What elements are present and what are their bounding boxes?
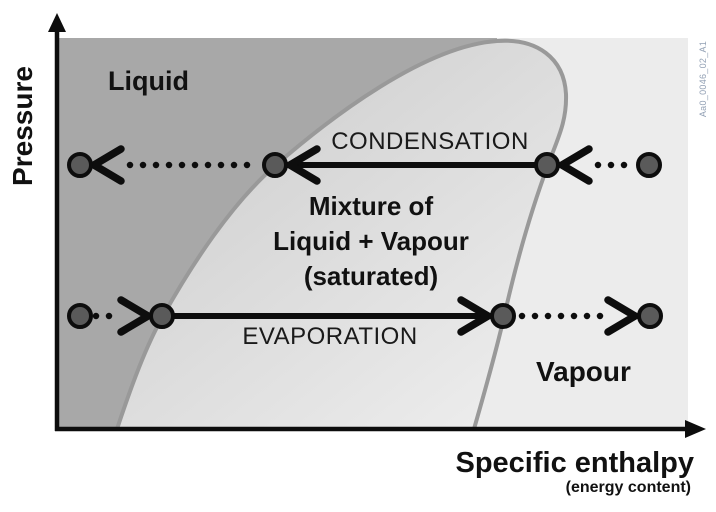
state-point — [149, 303, 175, 329]
x-axis — [55, 420, 706, 438]
state-point — [636, 152, 662, 178]
condensation-arrowhead-icon — [282, 145, 321, 185]
y-axis — [48, 13, 66, 431]
evaporation-arrows — [92, 296, 643, 336]
state-point — [67, 152, 93, 178]
state-points — [67, 152, 663, 329]
state-point — [262, 152, 288, 178]
y-axis-label: Pressure — [7, 66, 38, 186]
mixture-label-line3: (saturated) — [303, 261, 439, 291]
mixture-label-line2: Liquid + Vapour — [273, 226, 469, 256]
evaporation-arrowhead-icon — [117, 296, 156, 336]
evaporation-arrowhead-icon — [604, 296, 643, 336]
state-point — [637, 303, 663, 329]
condensation-arrows — [86, 145, 636, 185]
x-axis-label: Specific enthalpy — [455, 447, 694, 479]
figure-id: Aa0_0046_02_A1 — [698, 40, 708, 118]
state-point — [490, 303, 516, 329]
liquid-region — [57, 38, 497, 429]
condensation-arrowhead-icon — [554, 145, 593, 185]
liquid-region-label: Liquid — [108, 66, 189, 96]
saturation-dome-curve — [115, 38, 569, 430]
vapour-region-label: Vapour — [536, 356, 631, 387]
state-point — [534, 152, 560, 178]
mixture-label-line1: Mixture of — [308, 191, 434, 221]
condensation-label: CONDENSATION — [331, 128, 529, 155]
condensation-arrowhead-icon — [86, 145, 125, 185]
mixture-region-label: Mixture of Liquid + Vapour (saturated) — [261, 189, 481, 294]
mixture-region — [117, 40, 567, 429]
evaporation-arrowhead-icon — [457, 296, 496, 336]
y-axis-arrowhead-icon — [48, 13, 66, 32]
state-point — [67, 303, 93, 329]
evaporation-label: EVAPORATION — [242, 323, 418, 350]
x-axis-sublabel: (energy content) — [565, 479, 691, 496]
x-axis-arrowhead-icon — [685, 420, 706, 438]
